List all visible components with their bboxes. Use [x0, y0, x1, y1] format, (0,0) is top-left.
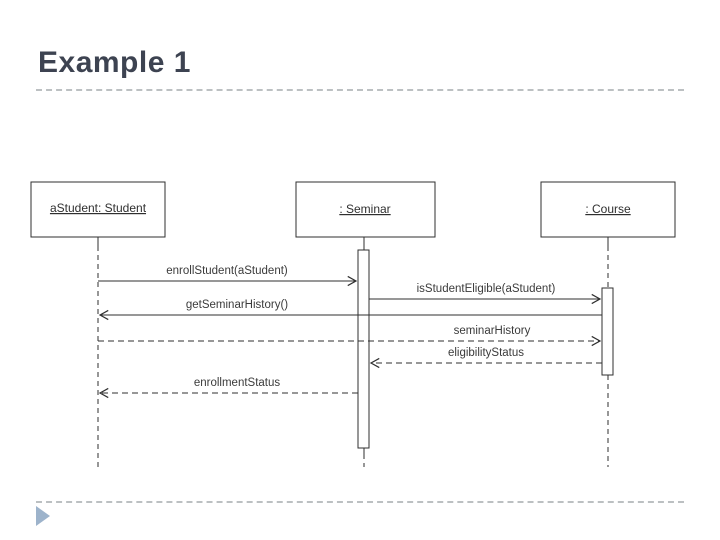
- message-label-enroll-student: enrollStudent(aStudent): [166, 265, 288, 277]
- title-separator-line: [36, 89, 684, 91]
- activation-bar-seminar: [357, 249, 370, 449]
- object-box-course: [540, 181, 676, 238]
- message-label-enrollment-status: enrollmentStatus: [194, 377, 281, 389]
- message-label-seminar-history: seminarHistory: [454, 325, 531, 337]
- play-triangle-icon: [36, 506, 50, 526]
- footer-separator-line: [36, 501, 684, 503]
- object-label-student: aStudent: Student: [50, 201, 147, 215]
- object-label-course: : Course: [585, 202, 631, 216]
- message-label-eligibility-status: eligibilityStatus: [448, 347, 524, 359]
- object-box-seminar: [295, 181, 436, 238]
- message-label-get-seminar-history: getSeminarHistory(): [186, 299, 288, 311]
- object-box-student: [30, 181, 166, 238]
- activation-bar-course: [601, 287, 614, 376]
- object-label-seminar: : Seminar: [339, 202, 390, 216]
- page-title: Example 1: [38, 46, 191, 79]
- message-label-is-student-eligible: isStudentEligible(aStudent): [417, 283, 556, 295]
